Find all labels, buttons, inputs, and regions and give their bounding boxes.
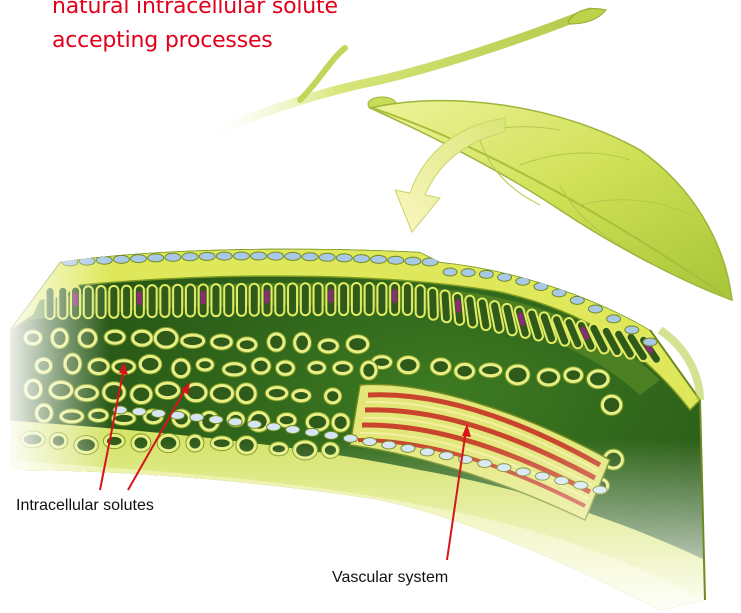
epidermis-cell: [199, 252, 215, 260]
palisade-cell: [416, 285, 425, 317]
epidermis-cell: [461, 269, 475, 277]
palisade-cell: [263, 284, 272, 316]
label-vascular-system: Vascular system: [332, 569, 448, 587]
palisade-cell: [453, 293, 465, 326]
palisade-cell: [199, 284, 208, 316]
palisade-cell: [275, 283, 284, 315]
epidermis-cell: [405, 257, 421, 265]
epidermis-cell: [443, 268, 457, 276]
epidermis-cell: [607, 315, 621, 323]
epidermis-cell: [233, 252, 249, 260]
lower-epidermis-cell: [324, 431, 338, 439]
epidermis-cell: [570, 296, 584, 304]
epidermis-cell: [371, 255, 387, 263]
epidermis-cell: [498, 273, 512, 281]
palisade-cell: [288, 283, 297, 315]
palisade-cell: [314, 283, 323, 315]
palisade-cell: [326, 283, 335, 315]
epidermis-cell: [216, 252, 232, 260]
leaf-cross-section: [0, 240, 741, 613]
epidermis-cell: [251, 252, 267, 260]
palisade-cell: [403, 283, 412, 315]
lower-epidermis-cell: [267, 423, 281, 431]
palisade-cell: [339, 283, 348, 315]
epidermis-cell: [422, 258, 438, 266]
epidermis-cell: [643, 338, 657, 346]
palisade-cell: [301, 283, 310, 315]
lower-epidermis-cell: [209, 416, 223, 424]
lower-epidermis-cell: [286, 426, 300, 434]
palisade-cell: [377, 283, 386, 315]
palisade-cell: [211, 284, 220, 316]
palisade-cell: [390, 283, 399, 315]
lower-epidermis-cell: [228, 418, 242, 426]
epidermis-cell: [353, 255, 369, 263]
bud: [568, 9, 606, 25]
label-intracellular-solutes: Intracellular solutes: [16, 497, 154, 515]
palisade-cell: [428, 288, 438, 320]
palisade-cell: [352, 283, 361, 315]
title-line-2: accepting processes: [52, 28, 273, 54]
epidermis-cell: [552, 289, 566, 297]
epidermis-cell: [516, 277, 530, 285]
palisade-cell: [440, 290, 451, 322]
palisade-cell: [224, 284, 233, 316]
epidermis-cell: [479, 270, 493, 278]
epidermis-cell: [319, 253, 335, 261]
palisade-cell: [365, 283, 374, 315]
epidermis-cell: [388, 256, 404, 264]
epidermis-cell: [285, 252, 301, 260]
epidermis-cell: [588, 305, 602, 313]
epidermis-cell: [534, 282, 548, 290]
epidermis-cell: [336, 254, 352, 262]
epidermis-cell: [302, 253, 318, 261]
epidermis-cell: [625, 326, 639, 334]
epidermis-cell: [268, 252, 284, 260]
palisade-cell: [250, 284, 259, 316]
title-line-1: natural intracellular solute: [52, 0, 338, 20]
lower-epidermis-cell: [247, 420, 261, 428]
palisade-cell: [237, 284, 246, 316]
lower-epidermis-cell: [305, 428, 319, 436]
